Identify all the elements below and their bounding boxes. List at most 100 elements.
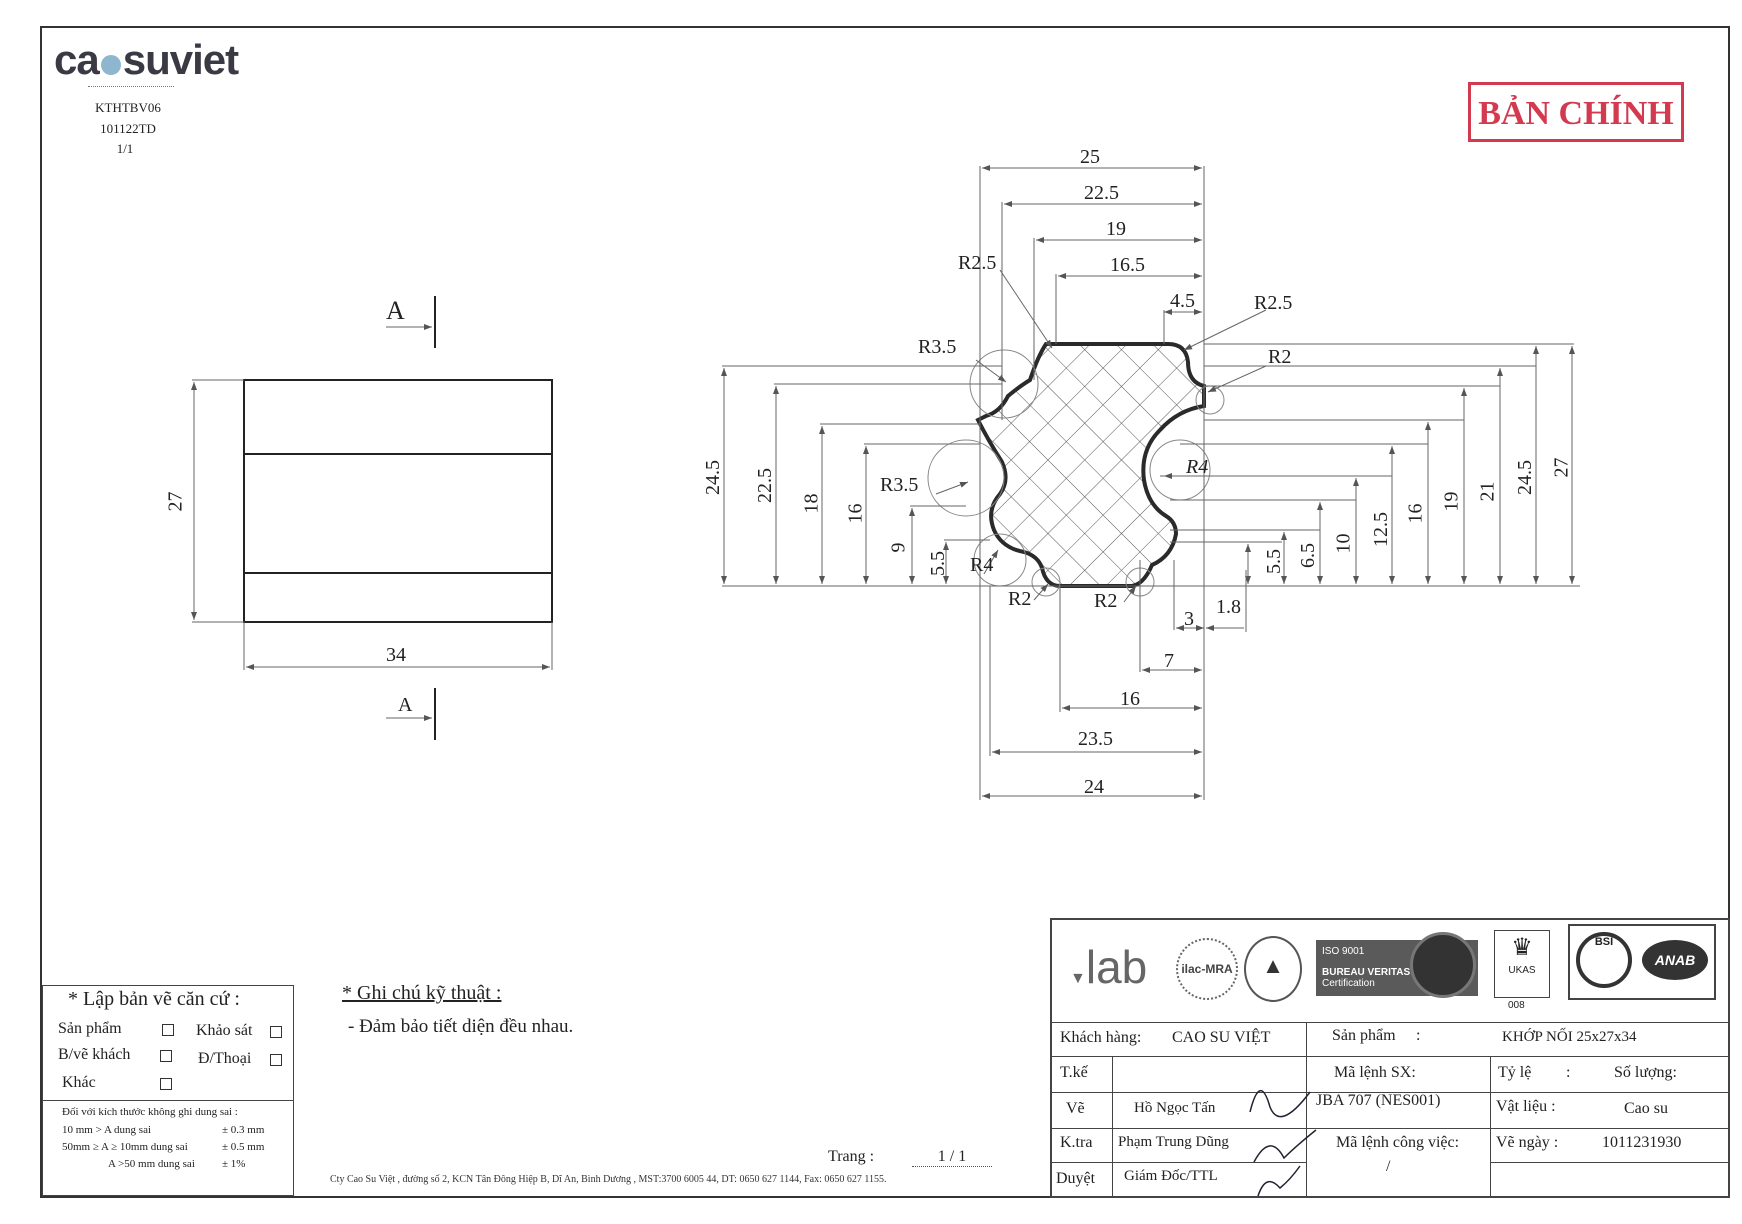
logo-text-left: ca	[54, 36, 100, 83]
ilac-mra-logo: ilac-MRA	[1176, 938, 1238, 1000]
basis-dthoai-checkbox[interactable]	[270, 1054, 282, 1066]
company-logo: ca suviet	[54, 36, 239, 84]
tb-line-4	[1050, 1128, 1730, 1129]
section-view	[721, 165, 1580, 800]
iso-9001-text: ISO 9001	[1322, 946, 1365, 957]
bv-text: BUREAU VERITAS	[1322, 967, 1411, 978]
dim-right-5-5: 5.5	[1263, 549, 1285, 574]
tolerance-title: Đối với kích thước không ghi dung sai :	[62, 1106, 238, 1118]
drafter-name: Hồ Ngọc Tấn	[1134, 1100, 1216, 1116]
dim-bottom-23-5: 23.5	[1078, 728, 1113, 750]
checker-name: Phạm Trung Dũng	[1118, 1134, 1229, 1150]
dim-top-25: 25	[1080, 146, 1100, 168]
page-label: Trang :	[828, 1148, 875, 1165]
bsi-text: BSI	[1594, 936, 1614, 948]
accreditation-seal-icon: ▲	[1244, 936, 1302, 1002]
approver-name: Giám Đốc/TTL	[1124, 1168, 1218, 1184]
dim-left-5-5: 5.5	[927, 551, 949, 576]
tb-col-1	[1112, 1056, 1113, 1198]
dim-right-21: 21	[1476, 481, 1499, 502]
radius-r3-5-top: R3.5	[918, 336, 957, 358]
basis-san-pham-label: Sản phẩm	[58, 1020, 122, 1037]
tolerance-row-3-value: ± 1%	[222, 1158, 246, 1170]
basis-khao-sat-label: Khảo sát	[196, 1022, 253, 1039]
dim-left-24-5: 24.5	[702, 460, 724, 495]
section-mark-top: A	[386, 296, 405, 325]
dim-top-4-5: 4.5	[1170, 290, 1195, 312]
dim-left-18: 18	[800, 493, 823, 514]
title-block	[1050, 918, 1730, 1198]
designer-label: T.kế	[1060, 1064, 1088, 1081]
radius-r2-right: R2	[1268, 346, 1292, 368]
drawing-basis-box	[42, 985, 294, 1196]
doc-revision: 101122TD	[100, 121, 156, 136]
dim-top-19: 19	[1106, 218, 1126, 240]
work-order-label: Mã lệnh công việc:	[1336, 1134, 1460, 1151]
basis-bve-khach-checkbox[interactable]	[160, 1050, 172, 1062]
dim-bottom-1-8: 1.8	[1216, 596, 1241, 618]
tb-line-5	[1050, 1162, 1306, 1163]
radius-r2-5-right: R2.5	[1254, 292, 1293, 314]
dim-top-16-5: 16.5	[1110, 254, 1145, 276]
tb-line-3	[1050, 1092, 1730, 1093]
product-label-colon: :	[1416, 1027, 1421, 1044]
drafter-label: Vẽ	[1066, 1100, 1085, 1117]
ukas-number: 008	[1508, 1000, 1525, 1011]
basis-san-pham-checkbox[interactable]	[162, 1024, 174, 1036]
basis-bve-khach-label: B/vẽ khách	[58, 1046, 131, 1063]
tb-col-2	[1306, 1022, 1307, 1198]
work-order-value: /	[1386, 1158, 1391, 1175]
radius-r2-bottom-right: R2	[1094, 590, 1118, 612]
dim-bottom-24: 24	[1084, 776, 1104, 798]
bsi-anab-logo: BSI ANAB	[1568, 924, 1716, 1000]
basis-dthoai-label: Đ/Thoại	[198, 1050, 252, 1067]
dim-bottom-3: 3	[1184, 608, 1194, 630]
ukas-crown-icon: ♛	[1511, 934, 1533, 961]
dim-top-22-5: 22.5	[1084, 182, 1119, 204]
vilab-logo: ▼lab	[1070, 940, 1147, 994]
dim-side-width: 34	[386, 644, 406, 666]
customer-label: Khách hàng:	[1060, 1029, 1142, 1046]
vilab-triangle-icon: ▼	[1070, 970, 1086, 987]
basis-khac-checkbox[interactable]	[160, 1078, 172, 1090]
radius-r2-5-left: R2.5	[958, 252, 997, 274]
dim-left-22-5: 22.5	[754, 468, 776, 503]
bsi-mark-icon: BSI	[1576, 932, 1632, 988]
dim-left-16: 16	[844, 503, 867, 524]
material-value: Cao su	[1624, 1100, 1668, 1117]
dim-right-27: 27	[1550, 457, 1573, 478]
basis-khac-label: Khác	[62, 1074, 96, 1091]
scale-label: Tỷ lệ	[1498, 1064, 1532, 1081]
drawing-basis-title: * Lập bản vẽ căn cứ :	[68, 988, 240, 1010]
company-address: Cty Cao Su Việt , đường số 2, KCN Tân Đô…	[330, 1174, 887, 1185]
dim-right-16: 16	[1404, 503, 1427, 524]
bv-seal-icon	[1410, 932, 1476, 998]
drawing-date-value: 1011231930	[1602, 1134, 1682, 1151]
production-order-value: JBA 707 (NES001)	[1316, 1092, 1441, 1109]
ukas-text: UKAS	[1508, 965, 1536, 976]
approver-label: Duyệt	[1056, 1170, 1096, 1187]
basis-khao-sat-checkbox[interactable]	[270, 1026, 282, 1038]
quantity-label: Số lượng:	[1614, 1064, 1677, 1081]
dim-right-6-5: 6.5	[1297, 543, 1319, 568]
technical-notes-title: * Ghi chú kỹ thuật :	[342, 982, 502, 1004]
side-view	[191, 296, 553, 740]
tb-line-2	[1050, 1056, 1730, 1057]
checker-label: K.tra	[1060, 1134, 1093, 1151]
doc-code: KTHTBV06	[95, 100, 161, 115]
dim-right-12-5: 12.5	[1370, 512, 1392, 547]
dim-right-19: 19	[1440, 491, 1463, 512]
dim-bottom-16: 16	[1120, 688, 1140, 710]
logo-underline	[88, 86, 174, 87]
drawing-date-label: Vẽ ngày :	[1496, 1134, 1559, 1151]
vilab-text: lab	[1085, 941, 1148, 993]
tolerance-row-3: A >50 mm dung sai	[108, 1158, 195, 1170]
ukas-logo: ♛ UKAS	[1494, 930, 1550, 998]
tolerance-row-2: 50mm ≥ A ≥ 10mm dung sai	[62, 1141, 188, 1153]
radius-r3-5-left: R3.5	[880, 474, 919, 496]
technical-notes-line-1: - Đảm bảo tiết diện đều nhau.	[348, 1016, 574, 1037]
logo-text-right: suviet	[122, 36, 239, 83]
customer-value: CAO SU VIỆT	[1172, 1029, 1271, 1046]
tb-line-6	[1490, 1162, 1730, 1163]
radius-r4-right: R4	[1186, 456, 1209, 478]
